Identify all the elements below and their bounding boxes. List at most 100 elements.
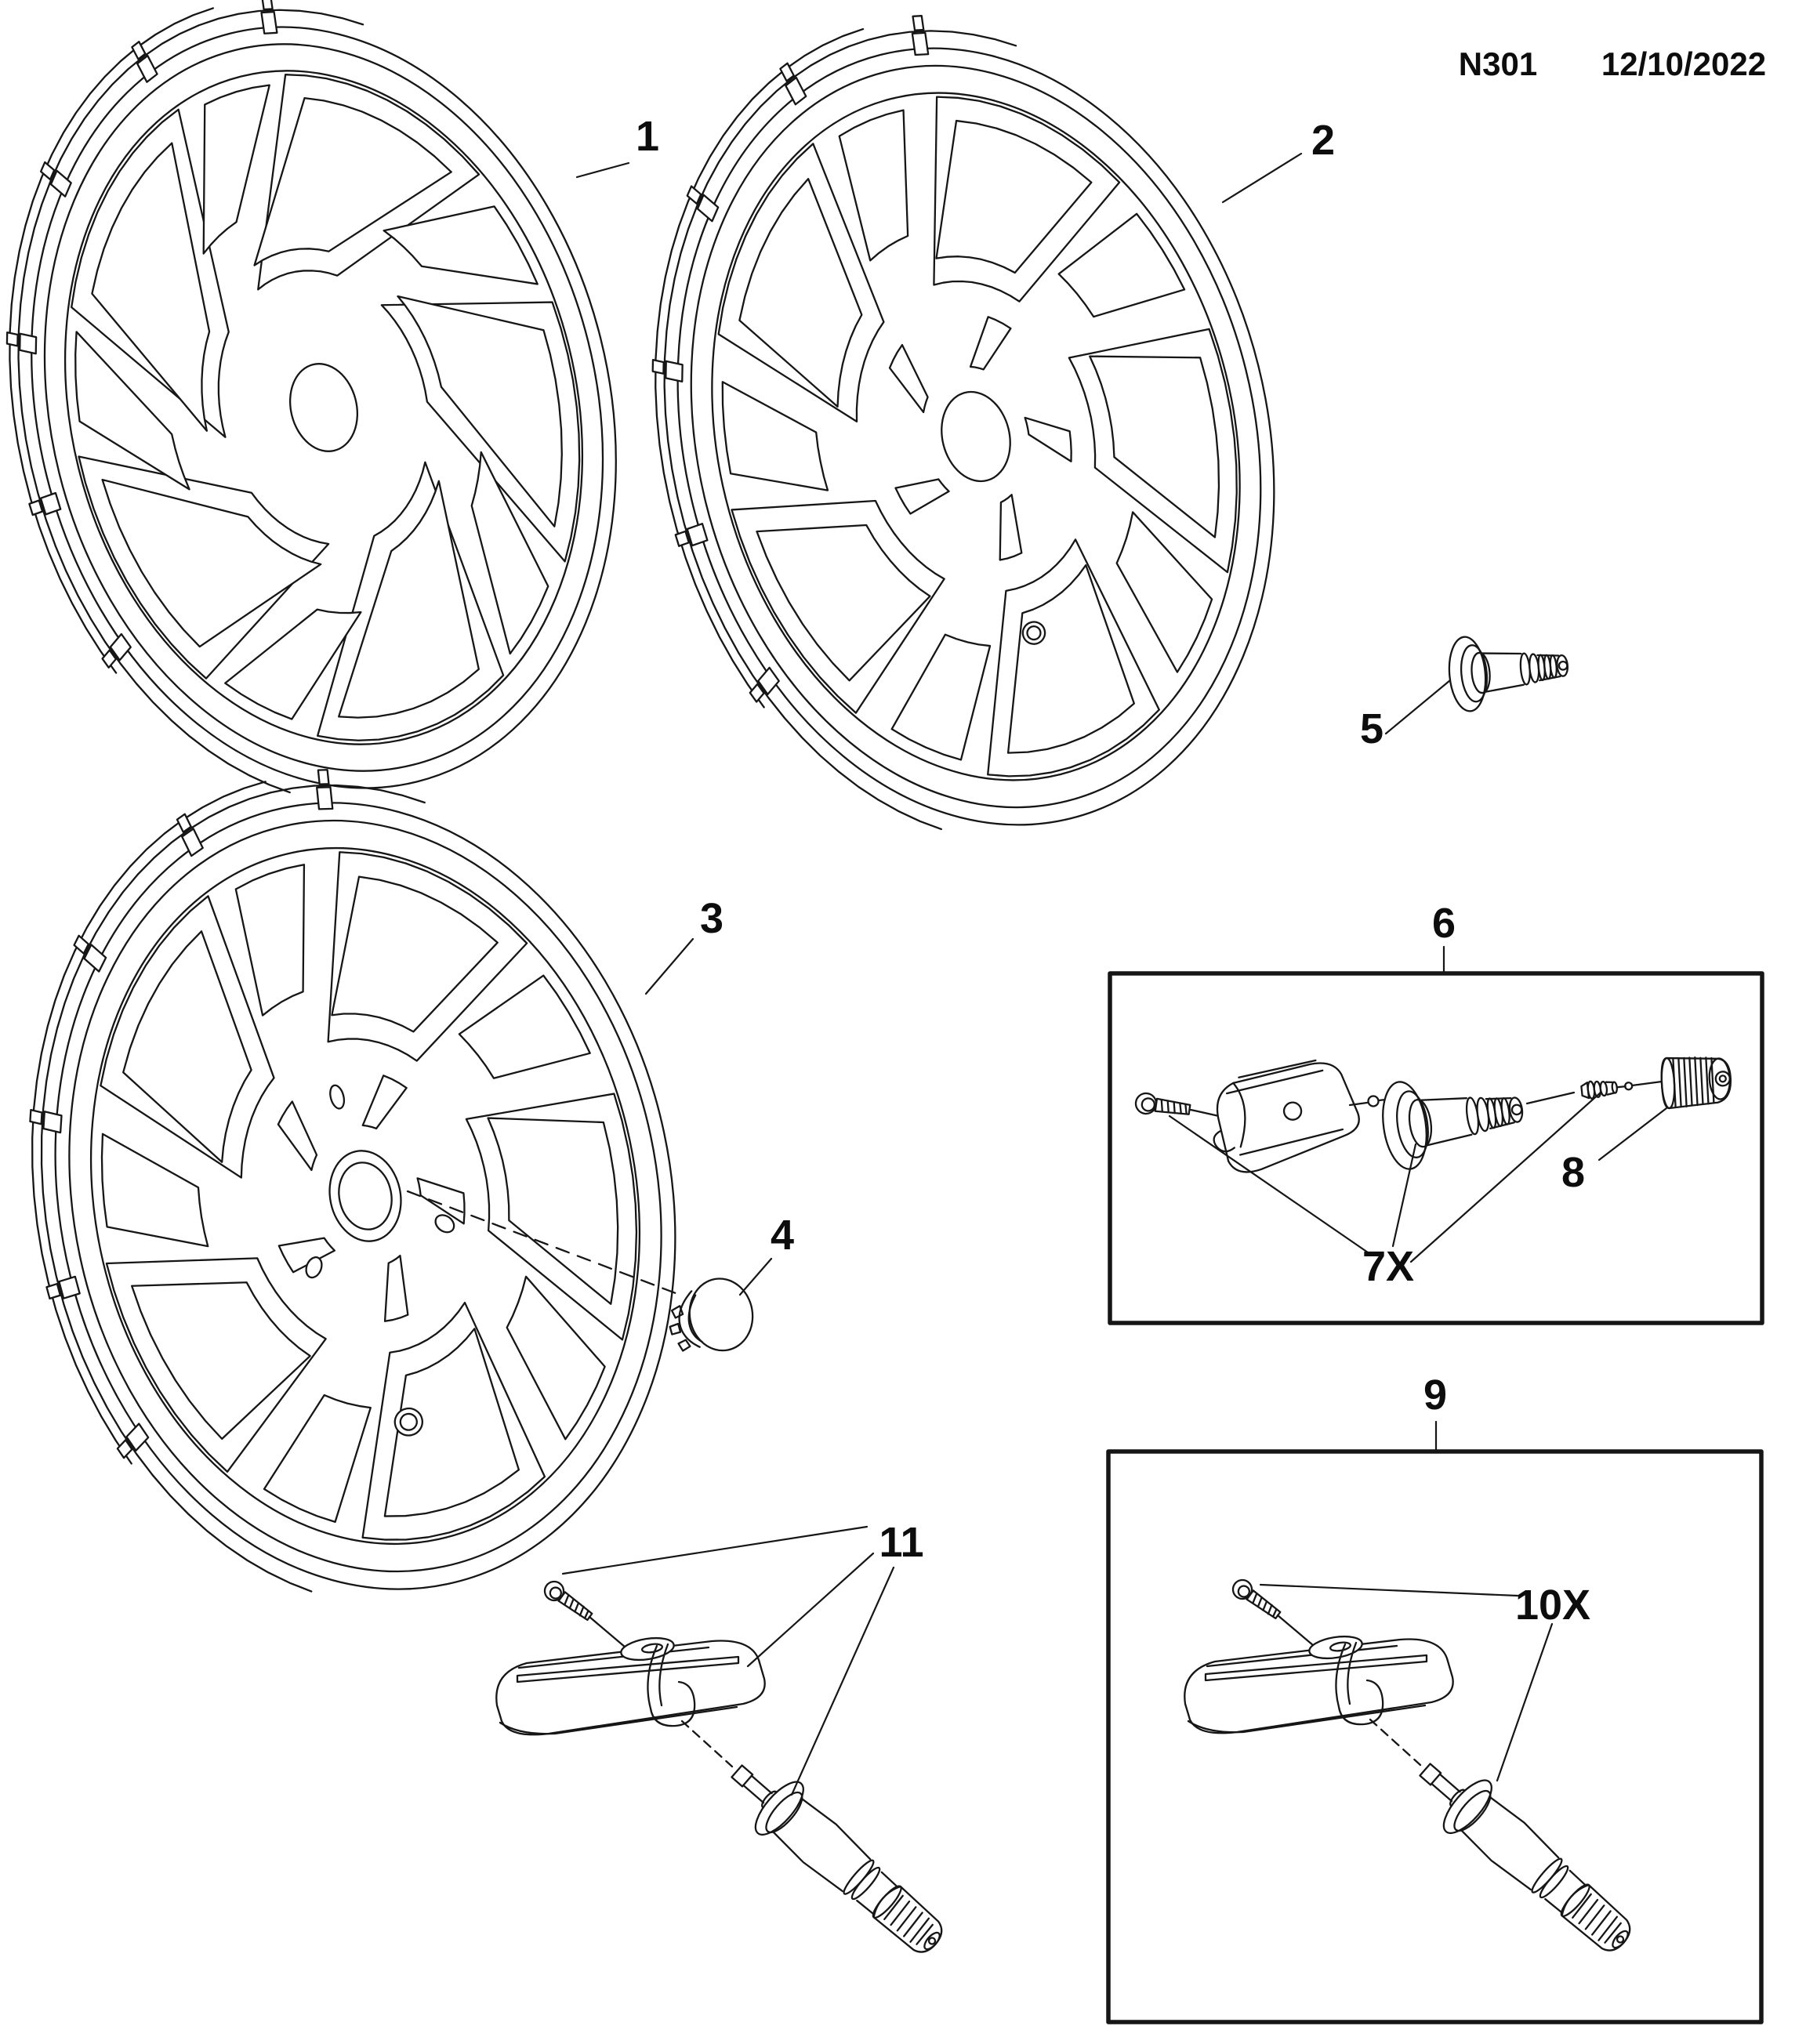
window-large-inner: [350, 1326, 524, 1522]
rim-clip: [175, 814, 203, 856]
hub-center-cap: [663, 1274, 758, 1359]
window-large-inner: [103, 433, 333, 660]
lug-hole: [303, 1253, 325, 1281]
window-small: [168, 84, 306, 254]
rim-depth-edge: [0, 762, 580, 1629]
hub-bore: [333, 1158, 398, 1234]
assembly-axis-cap: [408, 1191, 676, 1293]
window-hub: [279, 1234, 337, 1274]
rim-outer: [598, 0, 1354, 889]
callout-5[interactable]: 5: [1360, 705, 1384, 752]
window-small: [234, 864, 333, 1015]
rim-clip: [117, 1424, 148, 1462]
window-hub: [885, 342, 931, 417]
rim-clip: [7, 331, 36, 353]
rim-depth-edge: [582, 5, 1195, 872]
window-hub: [354, 1071, 414, 1131]
callout-10x[interactable]: 10X: [1515, 1582, 1590, 1629]
window-large-inner: [305, 851, 512, 1047]
hub: [281, 357, 367, 458]
window-hub: [274, 1099, 320, 1175]
rim-clip: [910, 16, 928, 55]
callout-3[interactable]: 3: [700, 895, 723, 942]
window-small: [88, 1117, 211, 1266]
face-edge: [28, 796, 703, 1595]
screw-icon: [1134, 1092, 1222, 1124]
window-small: [213, 600, 382, 733]
kit-box-6: [1110, 973, 1762, 1323]
window-small: [459, 444, 561, 654]
lug-hole: [434, 1212, 455, 1234]
wheel-cover-2: [568, 0, 1354, 894]
kit-6-contents: [1134, 1055, 1732, 1176]
tpms-kit-11: [495, 1577, 959, 1970]
rim-clip: [46, 1277, 80, 1303]
window-small: [1106, 498, 1228, 680]
callout-1[interactable]: 1: [636, 113, 659, 160]
window-large-inner: [969, 562, 1140, 759]
drawing-date: 12/10/2022: [1601, 45, 1766, 82]
valve-hole-inner: [1026, 625, 1043, 640]
callout-7x[interactable]: 7X: [1362, 1243, 1414, 1290]
callout-11[interactable]: 11: [879, 1519, 923, 1566]
window-small: [837, 111, 937, 261]
valve-6: [1376, 1064, 1529, 1173]
window-large-inner: [488, 1095, 642, 1321]
window-hub: [417, 1169, 470, 1231]
window-small: [451, 969, 591, 1083]
window-large-inner: [397, 264, 590, 550]
rim-outer: [0, 745, 746, 1647]
valve-5: [1445, 627, 1572, 714]
rim-clip: [315, 770, 332, 809]
window-large-inner: [710, 174, 882, 424]
rim-inner: [615, 5, 1336, 868]
rim-clip: [686, 185, 718, 221]
window-hub: [372, 1256, 413, 1321]
window-hub: [1024, 408, 1077, 470]
rim-depth-edge: [0, 8, 364, 683]
rim-clip: [653, 358, 683, 382]
rim-inner: [0, 0, 677, 831]
rim-clip: [29, 493, 60, 519]
rim-clip: [73, 934, 107, 971]
window-hub: [895, 476, 952, 516]
leader-lines: [563, 154, 1666, 1795]
valve-hole: [1021, 620, 1047, 647]
rim-depth-edge: [0, 781, 398, 1473]
rim-clip: [129, 41, 157, 82]
window-small: [498, 1264, 618, 1446]
hub: [321, 1144, 409, 1248]
hub: [933, 385, 1020, 489]
window-large-inner: [98, 927, 269, 1178]
window-large-inner: [132, 1252, 323, 1450]
callout-9[interactable]: 9: [1423, 1372, 1447, 1419]
wheel-cover-3: [0, 715, 746, 1652]
window-small: [709, 363, 830, 512]
tpms-kit-9: [1184, 1575, 1647, 1969]
rim-clip: [101, 634, 130, 671]
window-small: [384, 198, 538, 317]
rim-depth-edge: [570, 29, 1017, 717]
window-hub: [959, 312, 1018, 372]
window-small: [59, 314, 190, 511]
wheel-cover-1: [0, 0, 694, 857]
window-large-inner: [756, 495, 945, 694]
face-edge: [0, 16, 651, 800]
valve-hole: [393, 1406, 425, 1438]
window-large-inner: [1089, 330, 1243, 556]
rim-clip: [30, 1108, 61, 1133]
valve-hole-inner: [399, 1412, 419, 1432]
window-large-inner: [289, 481, 491, 727]
callout-8[interactable]: 8: [1561, 1149, 1585, 1196]
rim-depth-edge: [0, 0, 539, 834]
callout-4[interactable]: 4: [771, 1212, 794, 1259]
callout-2[interactable]: 2: [1311, 117, 1335, 164]
lug-hole: [328, 1083, 346, 1110]
window-large-inner: [61, 143, 241, 450]
callout-6[interactable]: 6: [1432, 900, 1456, 947]
drawing-code: N301: [1459, 45, 1537, 82]
face-edge: [642, 36, 1311, 836]
rim-inner: [2, 765, 730, 1627]
window-hub: [985, 495, 1026, 560]
